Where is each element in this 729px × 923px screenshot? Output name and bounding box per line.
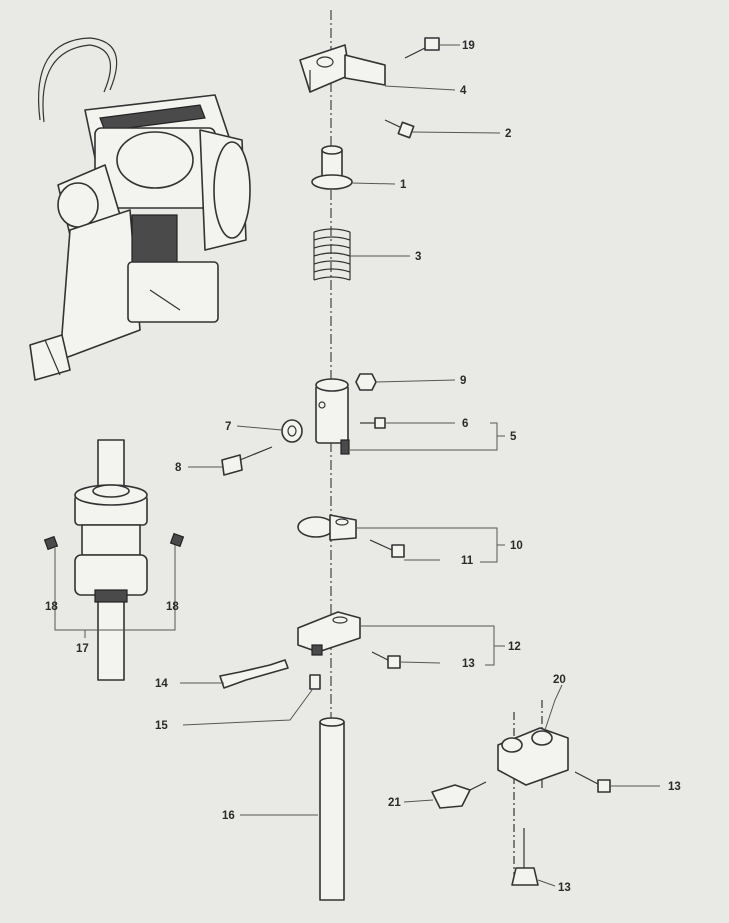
part-11-screw bbox=[369, 539, 405, 558]
callout-17: 17 bbox=[76, 643, 89, 655]
part-19-screw bbox=[404, 37, 440, 59]
callout-13-lower: 13 bbox=[558, 882, 571, 894]
part-17-collar-assembly bbox=[74, 439, 148, 681]
part-7-collar bbox=[281, 419, 303, 443]
sewing-machine-illustration bbox=[29, 37, 251, 381]
part-14-pin bbox=[219, 659, 289, 689]
callout-9: 9 bbox=[460, 375, 466, 387]
callout-7: 7 bbox=[225, 421, 231, 433]
part-6-screw bbox=[360, 417, 386, 429]
part-8-bolt bbox=[221, 446, 273, 476]
callout-6: 6 bbox=[462, 418, 468, 430]
part-20-clamp bbox=[497, 700, 569, 880]
part-13-screw-upper bbox=[371, 651, 401, 669]
callout-labels: 19 4 2 1 3 9 7 6 5 8 10 11 18 18 17 12 1… bbox=[45, 40, 681, 894]
callout-11: 11 bbox=[461, 555, 474, 567]
part-5-guide-block bbox=[315, 378, 350, 455]
part-15-screw bbox=[309, 674, 321, 690]
part-2-bolt bbox=[384, 119, 415, 139]
part-9-nut bbox=[355, 373, 377, 391]
leader-lines bbox=[54, 44, 660, 887]
callout-18-left: 18 bbox=[45, 601, 58, 613]
callout-8: 8 bbox=[175, 462, 182, 474]
part-13-screw-right bbox=[574, 771, 611, 793]
callout-10: 10 bbox=[510, 540, 523, 552]
part-1-spindle bbox=[311, 145, 353, 190]
callout-5: 5 bbox=[510, 431, 517, 443]
callout-13-upper: 13 bbox=[462, 658, 475, 670]
callout-16: 16 bbox=[222, 810, 235, 822]
callout-4: 4 bbox=[460, 85, 467, 97]
part-18-setscrew-left bbox=[43, 535, 59, 551]
callout-20: 20 bbox=[553, 674, 566, 686]
callout-12: 12 bbox=[508, 641, 521, 653]
part-21-wing-screw bbox=[431, 781, 487, 809]
part-4-bracket bbox=[299, 44, 386, 93]
part-10-clamp bbox=[297, 514, 357, 541]
callout-1: 1 bbox=[400, 179, 407, 191]
callout-14: 14 bbox=[155, 678, 168, 690]
part-13-screw-lower bbox=[511, 828, 539, 886]
part-3-spring bbox=[313, 228, 351, 281]
callout-15: 15 bbox=[155, 720, 168, 732]
callout-19: 19 bbox=[462, 40, 475, 52]
part-18-setscrew-right bbox=[169, 532, 185, 548]
callout-13-right: 13 bbox=[668, 781, 681, 793]
callout-18-right: 18 bbox=[166, 601, 179, 613]
part-16-rod bbox=[319, 717, 345, 901]
callout-21: 21 bbox=[388, 797, 401, 809]
callout-3: 3 bbox=[415, 251, 421, 263]
part-12-clamp bbox=[297, 611, 361, 656]
callout-2: 2 bbox=[505, 128, 511, 140]
